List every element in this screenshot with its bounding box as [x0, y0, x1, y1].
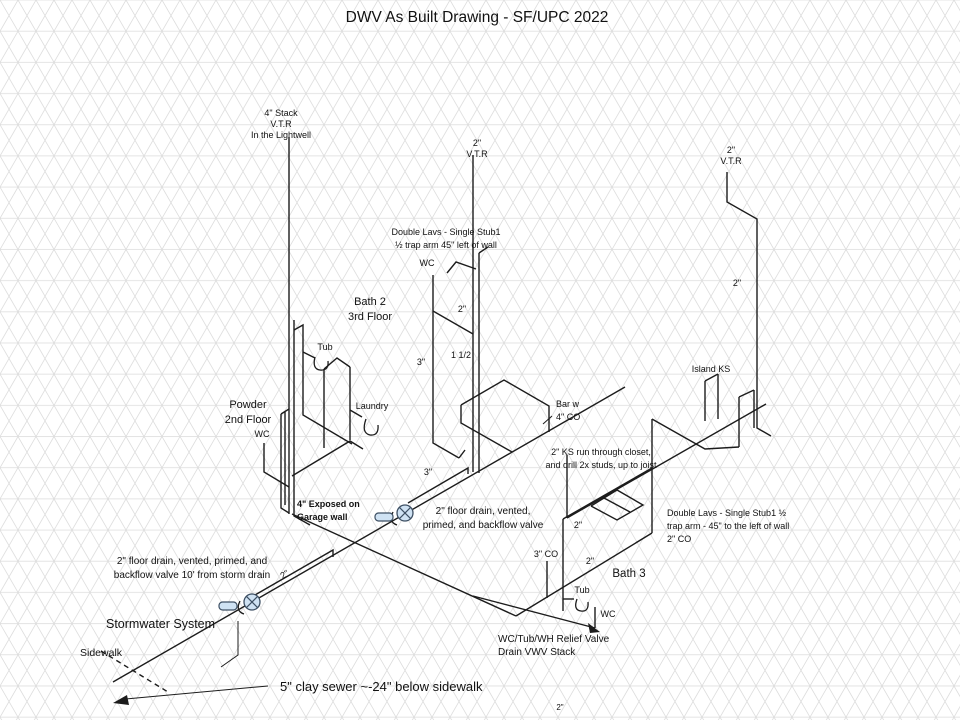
pipe-tub2-tap — [302, 351, 316, 359]
pipe-4in-stack-b — [293, 320, 311, 526]
pipe-stormwater-leader — [220, 621, 239, 668]
label-tub-bath2: Tub — [317, 342, 332, 352]
drawing-title: DWV As Built Drawing - SF/UPC 2022 — [346, 9, 609, 26]
pipe-sidewalk-line — [100, 650, 169, 693]
pipe-2in-trap-arm — [432, 310, 474, 335]
pipe-wc-bath2 — [432, 275, 460, 459]
label-2in-bottom: 2" — [556, 703, 563, 712]
pipe-clay-sewer-leader — [124, 685, 269, 700]
pipe-sanitary-left-arm — [291, 513, 517, 617]
pipe-bath2-collector — [291, 440, 364, 477]
pipe-bar-loop-left — [460, 405, 513, 453]
label-floor-drain-2: 2" floor drain, vented,primed, and backf… — [423, 506, 544, 531]
pipe-relief-branch — [472, 595, 596, 629]
pipes-layer — [100, 137, 772, 700]
pipe-cap-2 — [374, 512, 394, 522]
pipe-lav-stub — [446, 261, 477, 274]
backflow-valve-1 — [243, 593, 261, 611]
trap-tub-bath3 — [575, 598, 589, 612]
pipe-2in-vtr-cap — [478, 246, 489, 254]
trap-tub-bath2 — [313, 356, 329, 371]
pipe-storm-branch-2 — [407, 466, 469, 504]
pipe-ks-run — [566, 403, 767, 519]
pipe-cap-1 — [218, 601, 238, 611]
pipe-sanitary-right-arm — [515, 532, 653, 617]
label-laundry: Laundry — [356, 401, 389, 411]
label-3in-lower: 3" — [424, 467, 432, 477]
pipe-wc-bath2-tick — [458, 449, 466, 459]
pipe-powder-v1 — [280, 414, 290, 514]
sewer-arrowhead — [113, 695, 129, 705]
pipe-bath3-diag — [562, 467, 653, 520]
pipe-tub2-drop — [293, 323, 353, 445]
label-3in-co: 3" CO — [534, 549, 558, 559]
label-2in-trap-arm: 2" — [458, 304, 466, 314]
label-2in-bath3: 2" — [586, 556, 594, 566]
label-2in-bath3-stack: 2" — [574, 520, 582, 530]
label-2in-vtr-left: 2"V.T.R — [466, 138, 488, 159]
pipe-island-cap2 — [738, 389, 755, 398]
pipe-bath3-lav-notch — [603, 497, 631, 513]
symbols-layer — [113, 356, 600, 705]
pipe-island-cap1 — [704, 373, 719, 382]
label-2in-vtr-right: 2"V.T.R — [720, 145, 742, 166]
label-tub-bath3: Tub — [574, 585, 589, 595]
label-sidewalk: Sidewalk — [80, 647, 123, 659]
label-1-1-2: 1 1/2 — [451, 350, 471, 360]
pipe-powder-cap — [280, 408, 290, 415]
backflow-valve-1-cross — [245, 595, 259, 609]
label-clay-sewer: 5" clay sewer ~-24" below sidewalk — [280, 679, 483, 694]
trap-laundry — [363, 418, 379, 436]
label-3in-stack: 3" — [417, 357, 425, 367]
label-island-ks: Island KS — [692, 364, 731, 374]
pipe-island-drop — [651, 418, 740, 450]
label-bath3: Bath 3 — [612, 568, 645, 580]
label-wc-bath3: WC — [601, 609, 616, 619]
label-stormwater: Stormwater System — [106, 617, 215, 631]
label-2in-right-stack: 2" — [733, 278, 741, 288]
label-wc-powder: WC — [255, 429, 270, 439]
label-ks-run: 2" KS run through closet,and drill 2x st… — [545, 447, 657, 470]
pipe-laundry-tick — [349, 409, 363, 418]
pipe-storm-branch-1 — [254, 548, 334, 596]
pipe-bar-co-tick — [542, 415, 553, 425]
pipe-right-vtr-stack — [726, 172, 772, 437]
backflow-valve-2 — [396, 504, 414, 522]
backflow-valve-2-cross — [398, 506, 412, 520]
hook-valve-1 — [237, 600, 245, 615]
pipe-storm-main — [112, 386, 626, 683]
pipe-bath3-lav-box — [590, 489, 645, 521]
relief-arrowhead — [588, 623, 600, 633]
label-wc-bath2: WC — [420, 258, 435, 268]
